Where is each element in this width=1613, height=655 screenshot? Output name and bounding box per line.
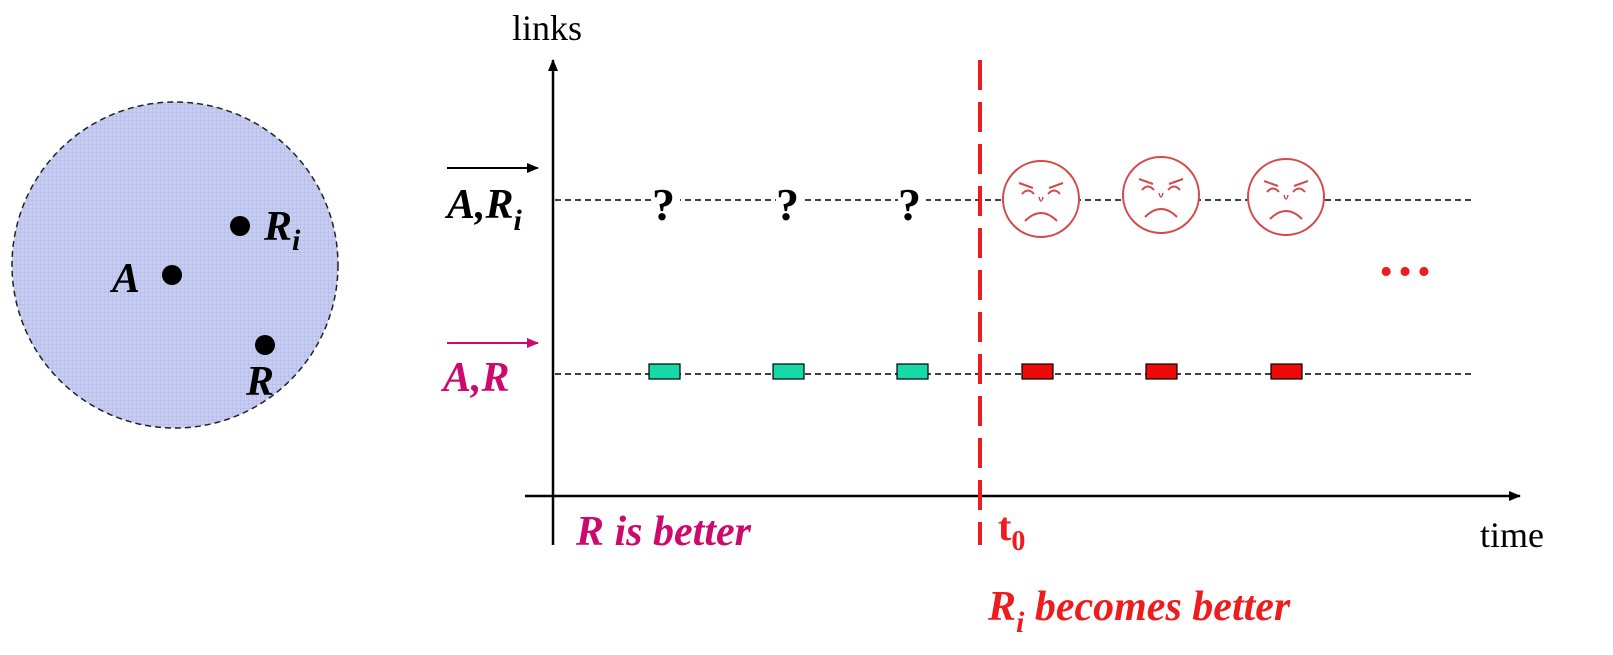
row-ar-label: A,R — [440, 355, 510, 401]
x-axis-label: time — [1480, 515, 1544, 555]
y-axis-label: links — [512, 8, 582, 48]
question-mark-3: ? — [898, 179, 921, 230]
node-a-label: A — [109, 256, 140, 302]
node-a-dot — [162, 265, 182, 285]
node-ri-subscript: i — [292, 224, 301, 257]
question-bg-1 — [652, 182, 680, 220]
right-caption-r: R — [987, 584, 1016, 630]
right-caption-subscript: i — [1016, 606, 1025, 639]
t0-subscript: 0 — [1011, 526, 1025, 557]
frown-face-icon — [1122, 156, 1200, 234]
row-ari-text: A,R — [444, 182, 514, 228]
node-ri-label: Ri — [263, 204, 301, 257]
packet-red — [1021, 363, 1054, 380]
left-caption: R is better — [575, 509, 752, 555]
question-mark-2: ? — [776, 179, 799, 230]
frown-face-icon — [1247, 158, 1325, 236]
packet-red — [1145, 363, 1178, 380]
packet-green — [896, 363, 929, 380]
node-ri-dot — [230, 216, 250, 236]
question-mark-1: ? — [652, 179, 675, 230]
row-ari-label: A,Ri — [444, 182, 523, 237]
t0-text: t — [998, 504, 1012, 549]
right-caption-rest: becomes better — [1024, 584, 1291, 630]
t0-label: t0 — [998, 504, 1025, 557]
packet-green — [648, 363, 681, 380]
node-ri-text: R — [263, 204, 292, 250]
frown-face-icon — [1002, 160, 1080, 238]
node-r-dot — [255, 335, 275, 355]
packet-red — [1270, 363, 1303, 380]
question-bg-3 — [898, 182, 926, 220]
node-area-circle — [11, 101, 339, 429]
node-r-label: R — [245, 359, 274, 405]
right-caption: Ri becomes better — [987, 584, 1291, 639]
packet-green — [772, 363, 805, 380]
question-bg-2 — [776, 182, 804, 220]
row-ari-subscript: i — [514, 204, 523, 237]
ellipsis: … — [1377, 226, 1433, 288]
